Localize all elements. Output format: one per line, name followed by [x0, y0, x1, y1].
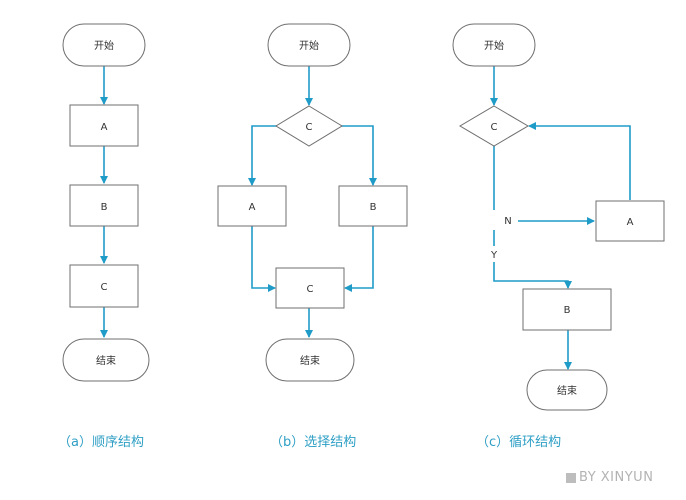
loop-decision-node [459, 105, 529, 147]
seq-start-label: 开始 [94, 39, 114, 52]
watermark: BY XINYUN [566, 470, 653, 485]
sel-arrows [248, 66, 377, 338]
loop-start-node [452, 23, 536, 67]
seq-end-label: 结束 [96, 354, 116, 367]
loop-yes-label: Y [490, 250, 498, 261]
sel-merge-process [275, 267, 345, 309]
loop-process-a [595, 200, 665, 242]
sel-start-node [267, 23, 351, 67]
sel-process-a [217, 185, 287, 227]
sel-arrow-b-merge [344, 226, 374, 292]
seq-process-c-label: C [101, 282, 108, 293]
sel-process-b-label: B [370, 202, 377, 213]
sel-arrow-a-merge [251, 226, 276, 292]
watermark-square-icon [566, 472, 576, 483]
loop-arrow-yes-to-b [493, 262, 572, 289]
watermark-text: BY XINYUN [579, 470, 654, 485]
sel-process-b [338, 185, 408, 227]
seq-end-node [62, 338, 150, 382]
loop-decision-label: C [491, 122, 498, 133]
loop-caption: （c）循环结构 [476, 435, 562, 450]
seq-process-b-label: B [101, 202, 108, 213]
sel-merge-label: C [307, 284, 314, 295]
loop-arrows [490, 66, 631, 370]
sel-decision-node [275, 105, 343, 147]
sel-end-node [265, 338, 355, 382]
loop-process-a-label: A [627, 217, 634, 228]
loop-arrow-a-decision [528, 122, 631, 200]
loop-flowchart: 开始 C N Y A B 结束 [452, 23, 665, 411]
sequence-caption: （a）顺序结构 [58, 435, 144, 450]
seq-process-a-label: A [101, 122, 108, 133]
loop-process-b-label: B [564, 305, 571, 316]
loop-no-label: N [504, 216, 511, 227]
loop-end-label: 结束 [557, 384, 577, 397]
sel-decision-label: C [306, 122, 313, 133]
selection-caption: （b）选择结构 [270, 435, 357, 450]
seq-process-b [69, 184, 139, 227]
sel-arrow-decision-b [341, 125, 377, 186]
sel-process-a-label: A [249, 202, 256, 213]
loop-end-node [526, 369, 608, 411]
sel-start-label: 开始 [299, 39, 319, 52]
loop-start-label: 开始 [484, 39, 504, 52]
seq-start-node [62, 23, 146, 67]
seq-process-a [69, 104, 139, 147]
loop-process-b [522, 288, 612, 331]
sequence-flowchart: 开始 A B C 结束 [62, 23, 150, 382]
seq-process-c [69, 264, 139, 308]
sel-end-label: 结束 [300, 354, 320, 367]
sel-arrow-decision-a [248, 125, 278, 186]
selection-flowchart: 开始 C A B C 结束 [217, 23, 408, 382]
